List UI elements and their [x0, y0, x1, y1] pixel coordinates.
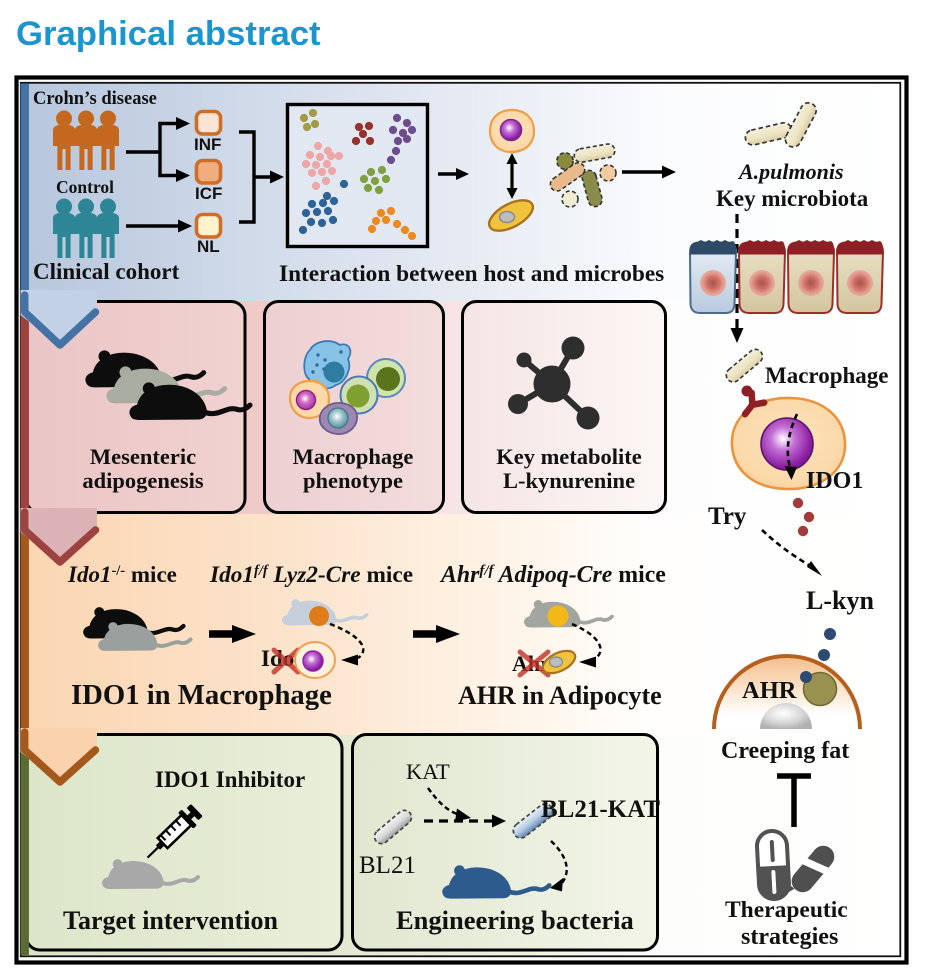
svg-text:adipogenesis: adipogenesis [82, 468, 204, 493]
svg-text:Creeping fat: Creeping fat [721, 738, 849, 764]
svg-text:Therapeutic: Therapeutic [725, 897, 848, 923]
svg-text:Ido1f/f Lyz2-Cre mice: Ido1f/f Lyz2-Cre mice [209, 562, 413, 588]
svg-text:A.pulmonis: A.pulmonis [737, 159, 844, 184]
svg-text:Graphical abstract: Graphical abstract [16, 15, 321, 53]
svg-text:NL: NL [197, 237, 220, 256]
svg-text:L-kyn: L-kyn [806, 586, 874, 615]
svg-text:IDO1 in Macrophage: IDO1 in Macrophage [71, 679, 332, 711]
svg-text:IDO1 Inhibitor: IDO1 Inhibitor [155, 767, 305, 792]
svg-text:Control: Control [56, 177, 114, 197]
svg-text:IDO1: IDO1 [806, 468, 863, 494]
svg-text:Crohn’s disease: Crohn’s disease [33, 89, 157, 109]
svg-text:Try: Try [708, 503, 747, 530]
svg-text:Clinical cohort: Clinical cohort [33, 259, 180, 284]
svg-text:strategies: strategies [741, 924, 838, 950]
svg-text:Macrophage: Macrophage [765, 363, 889, 388]
svg-text:phenotype: phenotype [303, 468, 403, 493]
svg-text:INF: INF [194, 135, 221, 154]
svg-text:Macrophage: Macrophage [293, 444, 414, 469]
svg-text:Interaction between host and m: Interaction between host and microbes [279, 261, 664, 287]
svg-text:Mesenteric: Mesenteric [90, 444, 196, 469]
svg-text:Key metabolite: Key metabolite [496, 444, 642, 469]
svg-text:AHR: AHR [742, 677, 797, 704]
svg-text:BL21: BL21 [359, 852, 416, 879]
svg-text:Ido1-/- mice: Ido1-/- mice [67, 562, 177, 587]
svg-text:Engineering bacteria: Engineering bacteria [396, 905, 634, 935]
svg-text:ICF: ICF [195, 184, 222, 203]
svg-text:Target intervention: Target intervention [63, 906, 278, 935]
svg-text:BL21-KAT: BL21-KAT [541, 796, 660, 823]
svg-text:Ahrf/f Adipoq-Cre mice: Ahrf/f Adipoq-Cre mice [439, 562, 666, 588]
svg-text:AHR in Adipocyte: AHR in Adipocyte [458, 681, 662, 710]
svg-text:Key microbiota: Key microbiota [716, 186, 869, 211]
svg-text:L-kynurenine: L-kynurenine [503, 468, 635, 493]
svg-text:KAT: KAT [406, 759, 450, 784]
